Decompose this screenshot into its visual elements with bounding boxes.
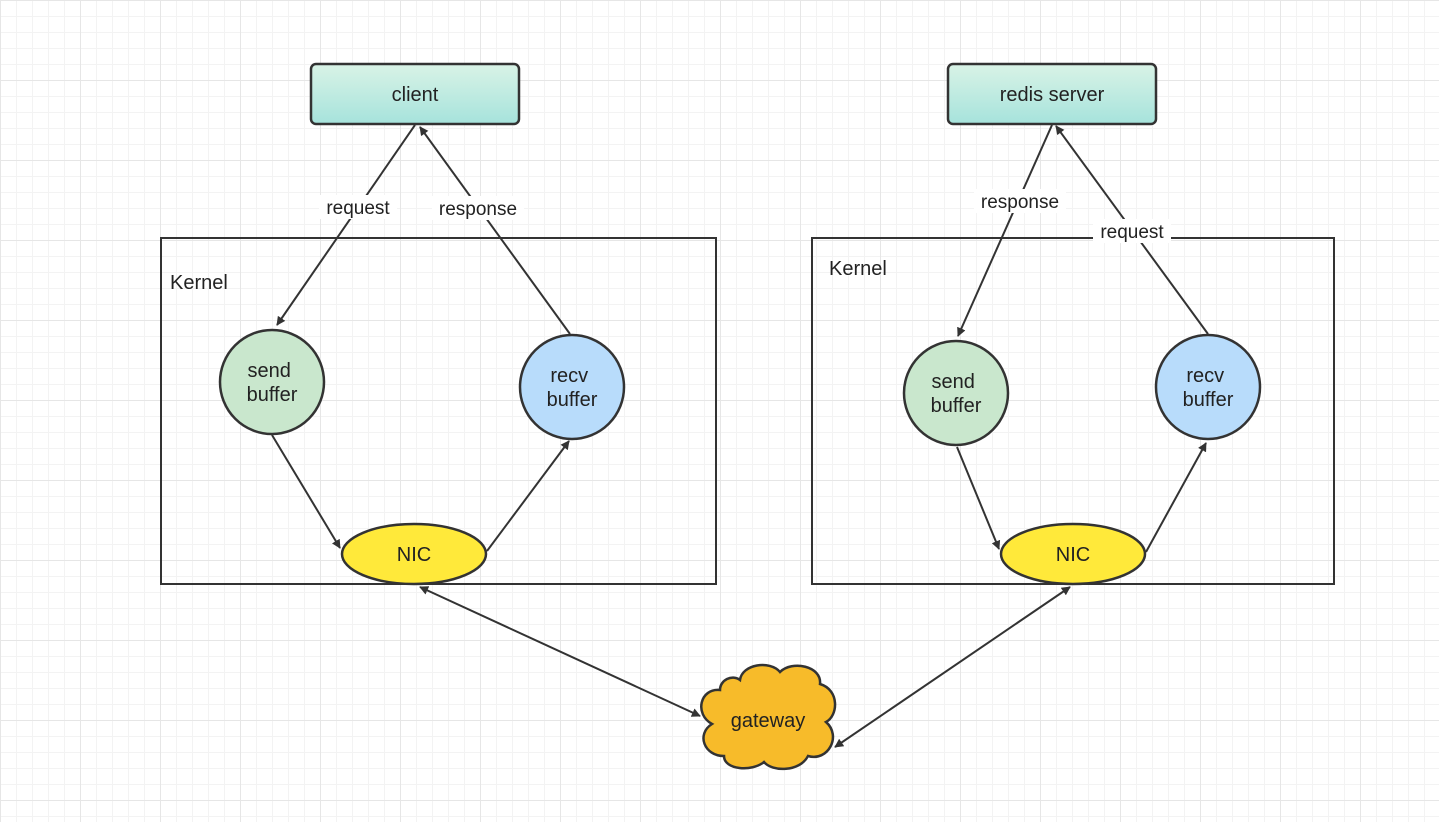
right-request-label: request	[1100, 222, 1164, 243]
right-send-to-nic-arrow[interactable]	[956, 446, 1001, 550]
right-nic-to-recv-arrow[interactable]	[1145, 442, 1207, 553]
right-request-label-bg	[1093, 219, 1171, 243]
left-send-buffer-label: send buffer	[247, 360, 298, 406]
left-nic[interactable]: NIC	[340, 522, 488, 586]
right-nic[interactable]: NIC	[999, 522, 1147, 586]
left-response-label-bg	[432, 196, 524, 220]
left-nic-to-recv-arrow[interactable]	[486, 440, 570, 552]
left-nic-label: NIC	[397, 544, 431, 566]
left-recv-buffer-label: recv buffer	[547, 365, 598, 411]
left-request-arrow[interactable]	[276, 124, 416, 326]
right-send-buffer[interactable]: send buffer	[902, 339, 1010, 447]
client-box[interactable]: client	[309, 62, 521, 126]
right-recv-buffer[interactable]: recv buffer	[1154, 333, 1262, 441]
left-nic-gateway-arrow[interactable]	[419, 586, 701, 717]
client-label: client	[392, 84, 439, 106]
left-request-label: request	[326, 198, 390, 219]
right-send-buffer-label: send buffer	[931, 371, 982, 417]
left-recv-buffer[interactable]: recv buffer	[518, 333, 626, 441]
gateway-cloud[interactable]: gateway	[700, 663, 837, 770]
right-response-arrow[interactable]	[957, 124, 1053, 337]
right-nic-gateway-arrow[interactable]	[834, 586, 1071, 748]
redis-server-box[interactable]: redis server	[946, 62, 1158, 126]
right-kernel-label: Kernel	[829, 258, 887, 280]
redis-server-label: redis server	[1000, 84, 1105, 106]
left-request-label-bg	[319, 195, 397, 219]
right-nic-label: NIC	[1056, 544, 1090, 566]
right-recv-buffer-label: recv buffer	[1183, 365, 1234, 411]
left-kernel-label: Kernel	[170, 272, 228, 294]
left-send-buffer[interactable]: send buffer	[218, 328, 326, 436]
right-response-label: response	[981, 192, 1059, 213]
left-response-label: response	[439, 199, 517, 220]
gateway-label: gateway	[731, 710, 806, 732]
left-kernel-box[interactable]	[160, 237, 717, 585]
left-response-arrow[interactable]	[419, 126, 571, 335]
right-response-label-bg	[974, 189, 1066, 213]
left-send-to-nic-arrow[interactable]	[271, 434, 341, 549]
